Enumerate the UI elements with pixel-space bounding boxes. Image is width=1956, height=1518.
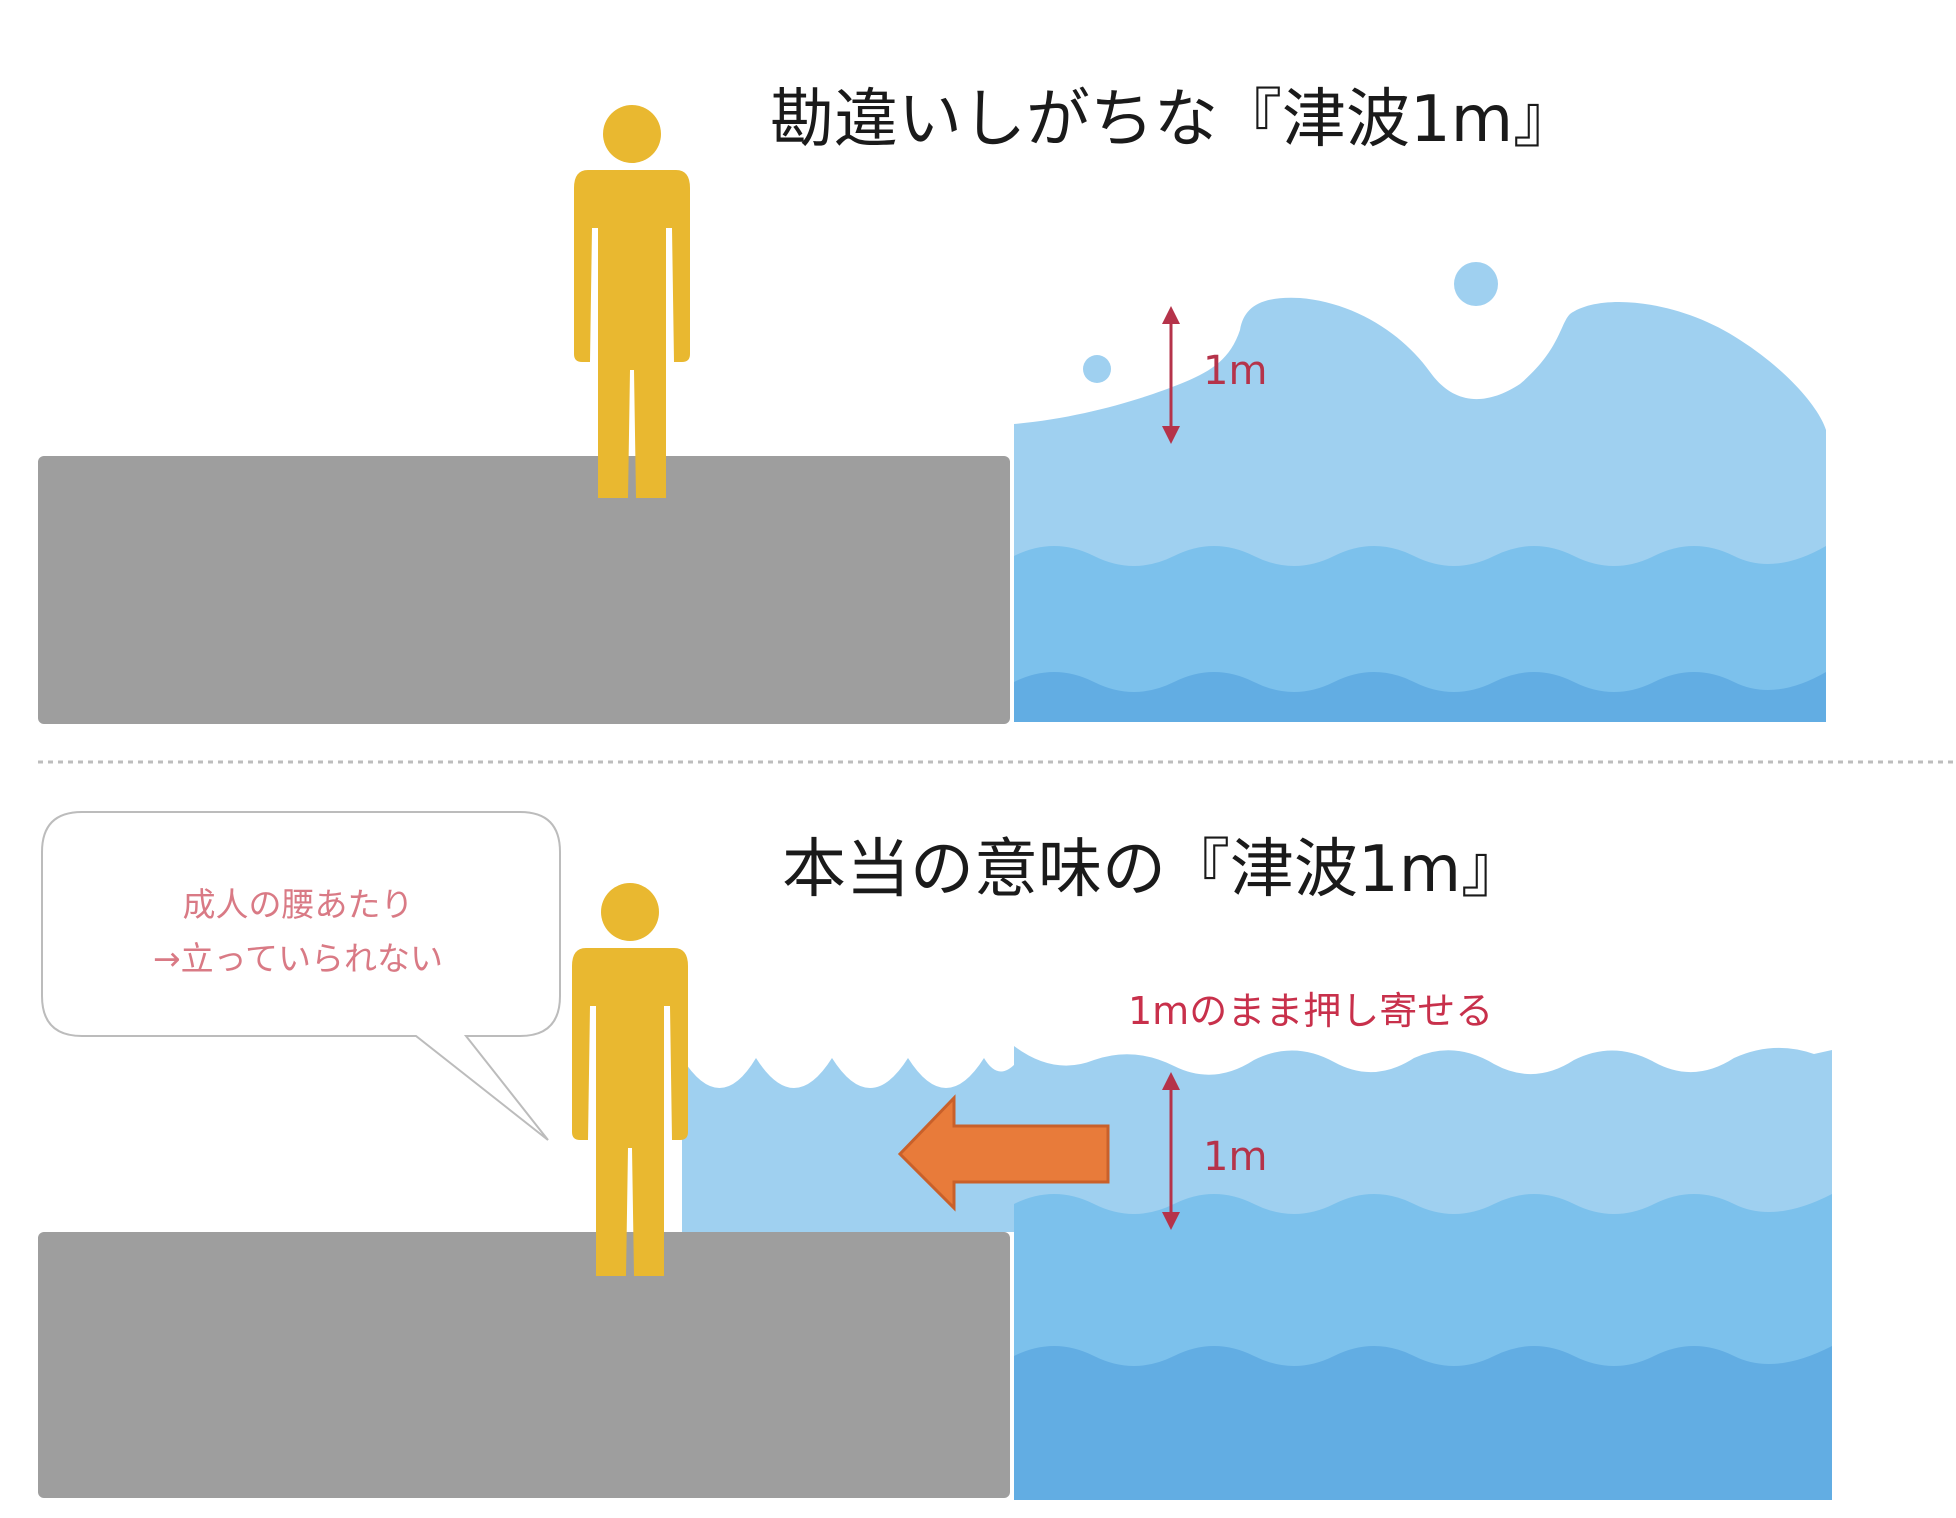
height-label-top: 1m [1203,348,1268,394]
sea-band-dark [1014,1346,1832,1500]
speech-bubble-text: 成人の腰あたり →立っていられない [42,878,554,986]
title-misconception: 勘違いしがちな『津波1m』 [770,83,1578,157]
droplet-large [1454,262,1498,306]
measure-arrow-top [1162,306,1180,444]
speech-bubble-line-2: →立っていられない [152,939,443,978]
droplet-small [1083,355,1111,383]
measure-arrow-bottom [1162,1072,1180,1230]
person-bottom [572,883,688,1276]
title-true-meaning: 本当の意味の『津波1m』 [782,833,1526,907]
speech-bubble [41,811,561,1141]
push-label: 1mのまま押し寄せる [1128,989,1494,1033]
wave-top-band-dark [1014,672,1826,722]
height-label-bottom: 1m [1203,1134,1268,1180]
ground-block-top [38,456,1010,724]
person-top [574,105,690,498]
ground-block-bottom [38,1232,1010,1498]
speech-bubble-line-1: 成人の腰あたり [182,885,414,924]
top-panel [38,105,1826,724]
bottom-panel [38,811,1832,1500]
push-arrow [897,1094,1110,1212]
wave-top [1014,262,1826,722]
